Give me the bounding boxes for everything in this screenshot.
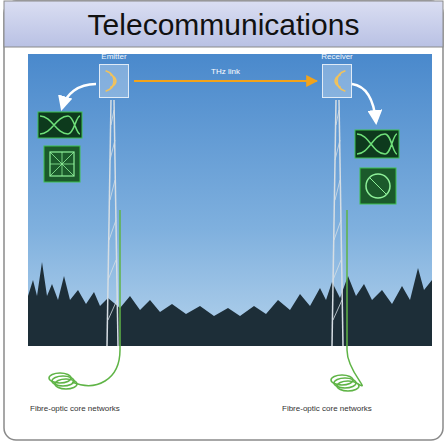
transceiver-box xyxy=(99,64,129,98)
panel-frame xyxy=(4,1,443,440)
constellation-trace xyxy=(50,152,74,176)
right-tower xyxy=(332,100,343,346)
fibre-caption: Fibre-optic core networks xyxy=(282,404,372,414)
constellation-icon xyxy=(360,168,396,204)
tower-leg xyxy=(332,100,336,346)
eye-diagram-icon xyxy=(355,130,399,158)
transceiver-node: Emitter xyxy=(94,52,134,98)
fibre-coil xyxy=(337,381,359,391)
fibre-line xyxy=(347,210,362,386)
eye-trace xyxy=(40,116,80,134)
icon-frame xyxy=(38,112,82,138)
icon-frame xyxy=(360,168,396,204)
lens-arc xyxy=(106,71,116,92)
eye-diagram-icon xyxy=(38,112,82,138)
icon-frame xyxy=(44,146,80,182)
left-fibre xyxy=(49,210,120,389)
header-band xyxy=(4,1,443,47)
header-title: Telecommunications xyxy=(4,1,443,47)
transceiver-box xyxy=(322,64,352,98)
transceiver-node: Receiver xyxy=(317,52,357,98)
tower-lattice xyxy=(333,110,342,320)
lens-symbol xyxy=(323,65,351,97)
device-label: Emitter xyxy=(101,52,126,62)
link-label: THz link xyxy=(211,67,240,77)
signal-arrow xyxy=(62,84,96,108)
right-fibre xyxy=(331,210,362,391)
thz-link-arrow xyxy=(134,80,317,82)
icon-frame xyxy=(355,130,399,158)
tower-lattice xyxy=(108,110,117,320)
tree-silhouette xyxy=(28,262,432,346)
fibre-caption: Fibre-optic core networks xyxy=(30,404,120,414)
fibre-coil xyxy=(55,379,77,389)
constellation-icon xyxy=(44,146,80,182)
fibre-line xyxy=(72,210,120,385)
constellation-trace xyxy=(366,174,390,198)
sky-background xyxy=(28,54,432,346)
constellation-trace xyxy=(50,152,74,176)
constellation-trace xyxy=(370,178,386,194)
tower-leg xyxy=(107,100,111,346)
lens-arc xyxy=(335,71,345,92)
left-tower xyxy=(107,100,118,346)
signal-arrow xyxy=(352,84,376,122)
lens-symbol xyxy=(100,65,128,97)
eye-trace xyxy=(357,134,397,154)
device-label: Receiver xyxy=(321,52,353,62)
